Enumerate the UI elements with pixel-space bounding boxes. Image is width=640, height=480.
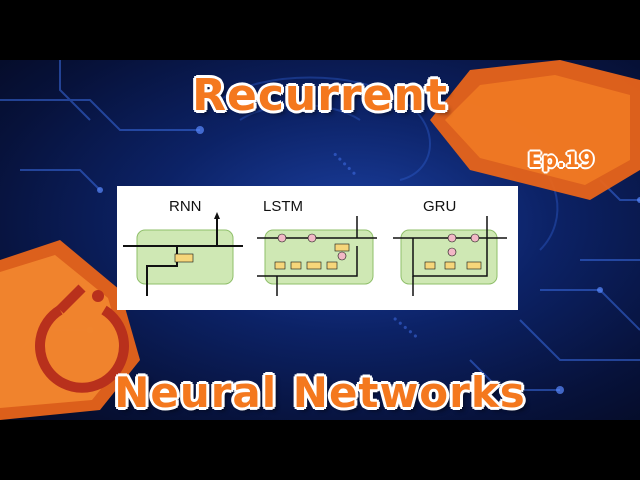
rnn-diagram-card: RNN LSTM GRU (117, 186, 518, 310)
letterbox-bottom (0, 420, 640, 480)
svg-text:•••••: ••••• (388, 312, 422, 343)
architecture-diagrams (123, 212, 507, 296)
episode-badge: Ep.19 (527, 148, 595, 172)
circuit-nodes (87, 126, 640, 394)
gru-cell-diagram (393, 216, 507, 296)
title-recurrent: Recurrent (192, 70, 448, 121)
svg-text:•••••: ••••• (328, 148, 361, 181)
gru-label: GRU (423, 198, 457, 215)
pytorch-logo-icon (35, 284, 129, 393)
letterbox-top (0, 0, 640, 60)
lstm-label: LSTM (263, 198, 304, 215)
lstm-cell-diagram (257, 216, 377, 296)
title-neural-networks: Neural Networks (114, 368, 526, 417)
circuit-background: ••••• ••••• (0, 60, 640, 420)
rnn-cell-diagram (123, 212, 243, 296)
hexagon-top-right-inner (445, 75, 630, 185)
rnn-label: RNN (169, 198, 202, 215)
background-scene: ••••• ••••• (0, 60, 640, 420)
